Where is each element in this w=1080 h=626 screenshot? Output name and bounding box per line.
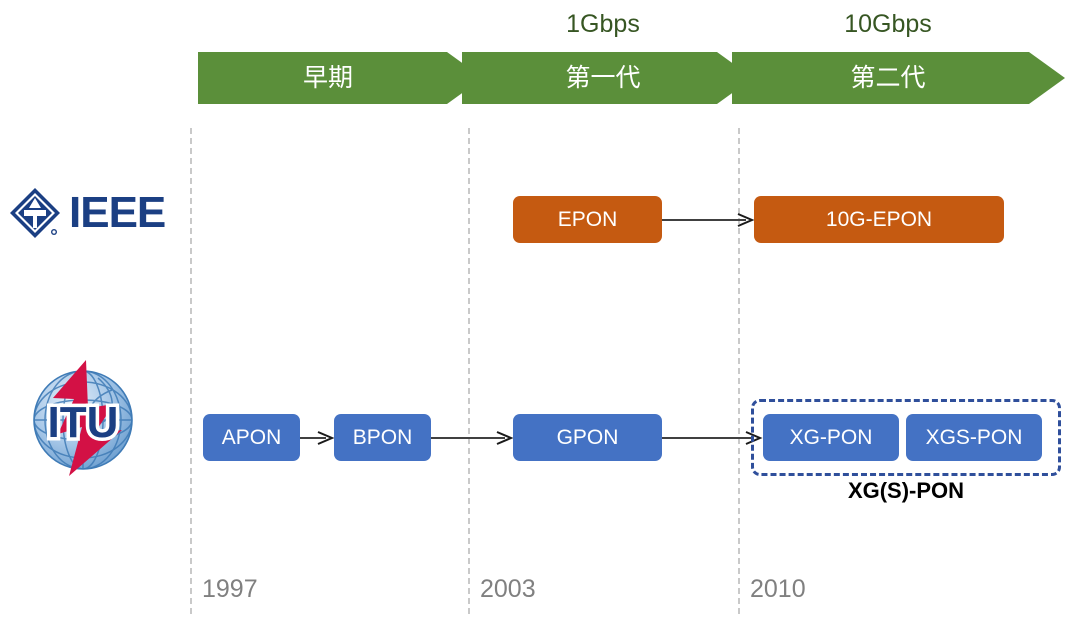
xgs-pon-group-box [751, 399, 1061, 476]
speed-label-gen2: 10Gbps [844, 10, 932, 38]
node-epon[interactable]: EPON [513, 196, 662, 243]
ieee-logo: IEEE [8, 186, 168, 240]
ieee-diamond-logo-icon [10, 188, 60, 238]
node-gpon[interactable]: GPON [513, 414, 662, 461]
itu-logo: ITU [22, 358, 144, 478]
node-bpon[interactable]: BPON [334, 414, 431, 461]
year-label-2010: 2010 [750, 575, 806, 603]
timeline-divider-1997 [190, 128, 192, 614]
phase-label-early: 早期 [302, 64, 353, 92]
svg-text:ITU: ITU [48, 398, 119, 447]
node-xg-pon[interactable]: XG-PON [763, 414, 899, 461]
connector-apon-to-bpon [300, 431, 335, 445]
phase-label-gen2: 第二代 [850, 64, 926, 92]
node-10g-epon[interactable]: 10G-EPON [754, 196, 1004, 243]
connector-epon-to-10gepon [662, 213, 755, 227]
node-xgs-pon[interactable]: XGS-PON [906, 414, 1042, 461]
connector-gpon-to-xgpon [662, 431, 763, 445]
year-label-1997: 1997 [202, 575, 258, 603]
itu-globe-logo-icon: ITU [33, 360, 133, 476]
phase-label-gen1: 第一代 [565, 64, 641, 92]
xgs-pon-group-caption: XG(S)-PON [847, 478, 965, 503]
year-label-2003: 2003 [480, 575, 536, 603]
phase-banner [198, 52, 1065, 104]
node-apon[interactable]: APON [203, 414, 300, 461]
speed-label-gen1: 1Gbps [566, 10, 640, 38]
timeline-divider-2003 [468, 128, 470, 614]
ieee-wordmark: IEEE [69, 188, 166, 237]
timeline-divider-2010 [738, 128, 740, 614]
connector-bpon-to-gpon [431, 431, 514, 445]
